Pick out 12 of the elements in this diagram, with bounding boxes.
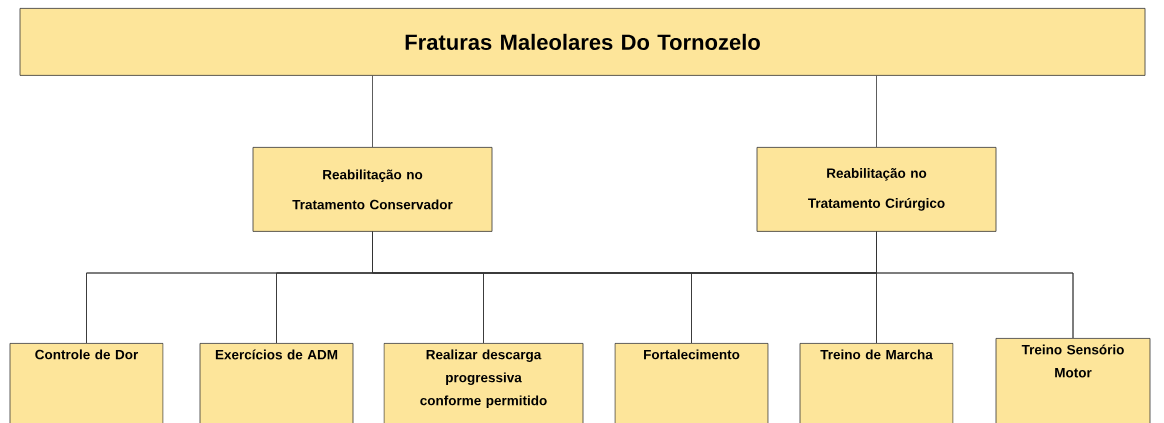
category-box: Reabilitação no Tratamento Cirúrgico	[756, 147, 997, 232]
connector-line	[876, 75, 877, 148]
title-box: Fraturas Maleolares Do Tornozelo	[19, 8, 1146, 76]
topic-box: Fortalecimento	[614, 343, 769, 423]
topic-box: Treino Sensório Motor	[995, 338, 1151, 423]
connector-line	[876, 231, 1074, 339]
category-box: Reabilitação no Tratamento Conservador	[252, 147, 493, 232]
topic-box: Controle de Dor	[9, 343, 164, 423]
topic-box: Exercícios de ADM	[199, 343, 354, 423]
connector-line	[372, 75, 373, 148]
topic-box: Realizar descarga progressiva conforme permitido	[383, 343, 584, 423]
topic-box: Treino de Marcha	[799, 343, 954, 423]
